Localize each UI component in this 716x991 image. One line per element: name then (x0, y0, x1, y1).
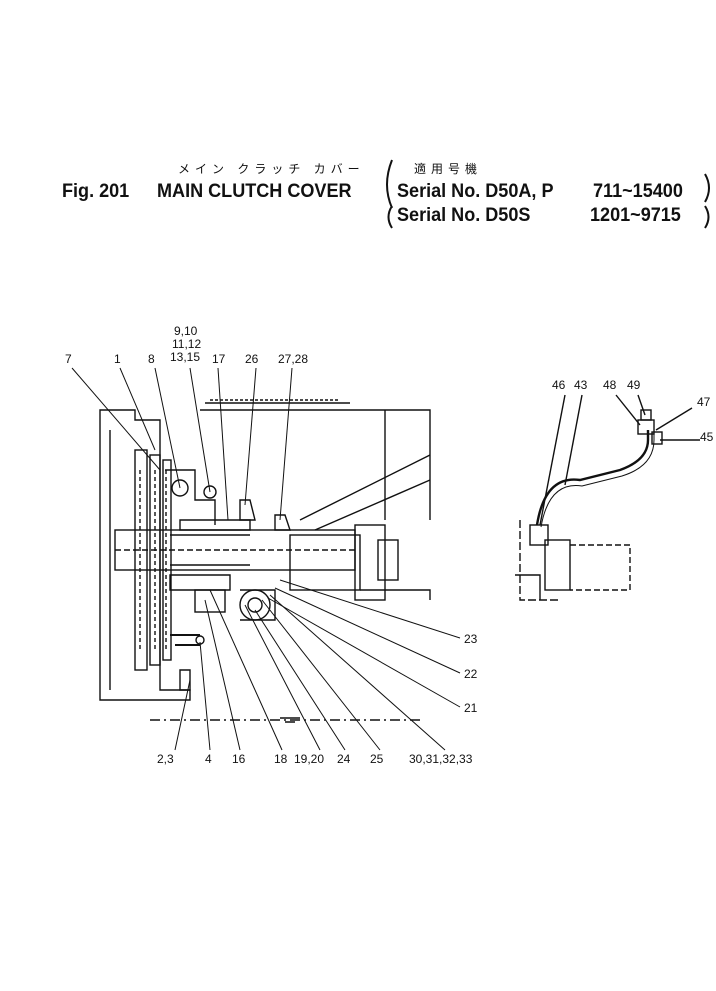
callout-45: 45 (700, 430, 714, 444)
serial-range-2: 1201~9715 (590, 205, 681, 226)
callout-21: 21 (464, 701, 478, 715)
callout-24: 24 (337, 752, 351, 766)
callout-4: 4 (205, 752, 212, 766)
bracket-right-1 (704, 173, 710, 203)
callout-46: 46 (552, 378, 566, 392)
bracket-left-1 (386, 159, 393, 209)
callout-23: 23 (464, 632, 478, 646)
callout-2-3: 2,3 (157, 752, 174, 766)
serial-range-1: 711~15400 (593, 181, 683, 202)
callout-27-28: 27,28 (278, 352, 309, 366)
callout-19-20: 19,20 (294, 752, 325, 766)
callout-43: 43 (574, 378, 588, 392)
bracket-left-2 (387, 205, 393, 229)
callout-7: 7 (65, 352, 72, 366)
callout-48: 48 (603, 378, 617, 392)
callout-1: 1 (114, 352, 121, 366)
callout-30-33: 30,31,32,33 (409, 752, 473, 766)
callout-13-15: 13,15 (170, 350, 201, 364)
callout-16: 16 (232, 752, 246, 766)
leader-lines (71, 367, 461, 751)
serial-line-2: Serial No. D50S (397, 205, 531, 226)
callout-25: 25 (370, 752, 384, 766)
callout-47: 47 (697, 395, 711, 409)
bracket-right-2 (704, 205, 710, 229)
callout-26: 26 (245, 352, 259, 366)
kana-title: メイン クラッチ カバー (178, 162, 365, 176)
clutch-assembly (99, 399, 431, 723)
callout-11-12: 11,12 (172, 337, 202, 351)
figure-number: Fig. 201 (62, 181, 130, 202)
serial-line-1: Serial No. D50A, P (397, 181, 554, 202)
callout-17: 17 (212, 352, 226, 366)
callout-8: 8 (148, 352, 155, 366)
callout-22: 22 (464, 667, 478, 681)
kana-applicable: 適用号機 (414, 162, 483, 176)
breather-pipe-assembly (515, 394, 700, 601)
callout-9-10: 9,10 (174, 324, 198, 338)
callout-49: 49 (627, 378, 641, 392)
callout-18: 18 (274, 752, 288, 766)
page-title: MAIN CLUTCH COVER (157, 181, 352, 202)
